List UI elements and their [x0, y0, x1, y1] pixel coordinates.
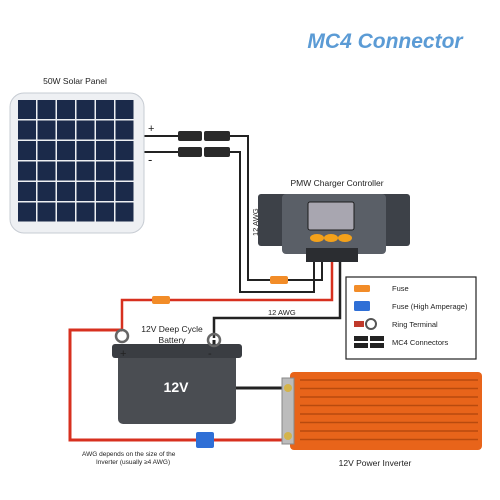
- solar-cell: [37, 100, 56, 119]
- battery-wire-negative: [212, 262, 342, 338]
- legend-label-high-amp-fuse: Fuse (High Amperage): [392, 302, 468, 311]
- solar-cell: [115, 120, 134, 140]
- legend-item-high-amp-fuse: Fuse (High Amperage): [354, 301, 468, 311]
- solar-cell: [18, 100, 36, 119]
- legend-box: Fuse Fuse (High Amperage) Ring Terminal …: [345, 276, 477, 360]
- battery-positive-terminal: [114, 328, 130, 344]
- battery-face-label: 12V: [164, 379, 190, 395]
- high-amp-fuse-icon: [354, 301, 370, 311]
- inverter-terminal-positive: [284, 432, 292, 440]
- solar-cell: [115, 182, 134, 201]
- battery-plus-sign: +: [120, 348, 126, 360]
- battery-minus-sign: -: [208, 348, 212, 360]
- legend-label-fuse: Fuse: [392, 284, 409, 293]
- solar-cell: [37, 120, 56, 140]
- solar-cell: [96, 182, 114, 201]
- pv-wire-positive: [230, 135, 323, 281]
- solar-cell: [18, 161, 36, 181]
- awg-note-line1: AWG depends on the size of the: [82, 451, 176, 458]
- diagram-title: MC4 Connector: [307, 30, 464, 53]
- inverter-terminal-negative: [284, 384, 292, 392]
- solar-cell: [57, 100, 75, 119]
- mc4-connector-pair: [178, 131, 230, 157]
- solar-cell: [57, 120, 75, 140]
- solar-cell: [96, 100, 114, 119]
- legend-item-ring-terminal: Ring Terminal: [354, 318, 438, 330]
- high-amp-fuse: [196, 432, 214, 448]
- fuse-icon: [354, 285, 370, 292]
- panel-minus-sign: -: [148, 152, 152, 167]
- solar-cell: [18, 202, 36, 222]
- solar-cell: [115, 202, 134, 222]
- legend-item-fuse: Fuse: [354, 284, 409, 293]
- solar-cell: [76, 100, 95, 119]
- battery-negative-terminal: [206, 332, 222, 348]
- solar-cells: [18, 100, 134, 222]
- solar-cell: [115, 141, 134, 160]
- mc4-connector-icon: [354, 336, 384, 348]
- solar-cell: [57, 161, 75, 181]
- solar-cell: [57, 182, 75, 201]
- legend-item-mc4: MC4 Connectors: [354, 336, 449, 348]
- battery: 12V: [112, 328, 242, 424]
- solar-cell: [96, 120, 114, 140]
- solar-cell: [76, 182, 95, 201]
- legend-label-mc4: MC4 Connectors: [392, 338, 449, 347]
- awg-vertical-label: 12 AWG: [251, 208, 260, 236]
- solar-cell: [18, 182, 36, 201]
- solar-cell: [76, 161, 95, 181]
- panel-plus-sign: +: [148, 123, 154, 135]
- solar-cell: [96, 141, 114, 160]
- solar-cell: [76, 120, 95, 140]
- solar-cell: [76, 202, 95, 222]
- inverter-wire-positive: [68, 328, 290, 442]
- battery-label-line1: 12V Deep Cycle: [141, 324, 203, 334]
- legend-label-ring-terminal: Ring Terminal: [392, 320, 438, 329]
- solar-cell: [18, 141, 36, 160]
- ring-terminal-icon: [354, 318, 377, 330]
- solar-cell: [18, 120, 36, 140]
- battery-label-line2: Battery: [159, 335, 187, 345]
- charger-controller: [258, 194, 410, 262]
- solar-cell: [37, 141, 56, 160]
- inverter-fins: [300, 379, 478, 441]
- awg-horizontal-label: 12 AWG: [268, 308, 296, 317]
- power-inverter: [281, 372, 482, 450]
- solar-panel-label: 50W Solar Panel: [43, 76, 107, 86]
- solar-cell: [76, 141, 95, 160]
- awg-note-line2: Inverter (usually ≥4 AWG): [96, 459, 170, 466]
- solar-panel: [9, 92, 145, 234]
- fuse-battery-line: [152, 296, 170, 304]
- battery-wire-positive: [120, 262, 334, 330]
- solar-cell: [57, 202, 75, 222]
- inverter-label: 12V Power Inverter: [339, 458, 412, 468]
- pv-wire-negative: [230, 151, 315, 293]
- solar-cell: [96, 161, 114, 181]
- solar-cell: [37, 182, 56, 201]
- solar-cell: [37, 202, 56, 222]
- fuse-pv-line: [270, 276, 288, 284]
- solar-cell: [37, 161, 56, 181]
- solar-cell: [57, 141, 75, 160]
- solar-cell: [115, 100, 134, 119]
- charger-label: PMW Charger Controller: [290, 178, 383, 188]
- solar-cell: [96, 202, 114, 222]
- solar-cell: [115, 161, 134, 181]
